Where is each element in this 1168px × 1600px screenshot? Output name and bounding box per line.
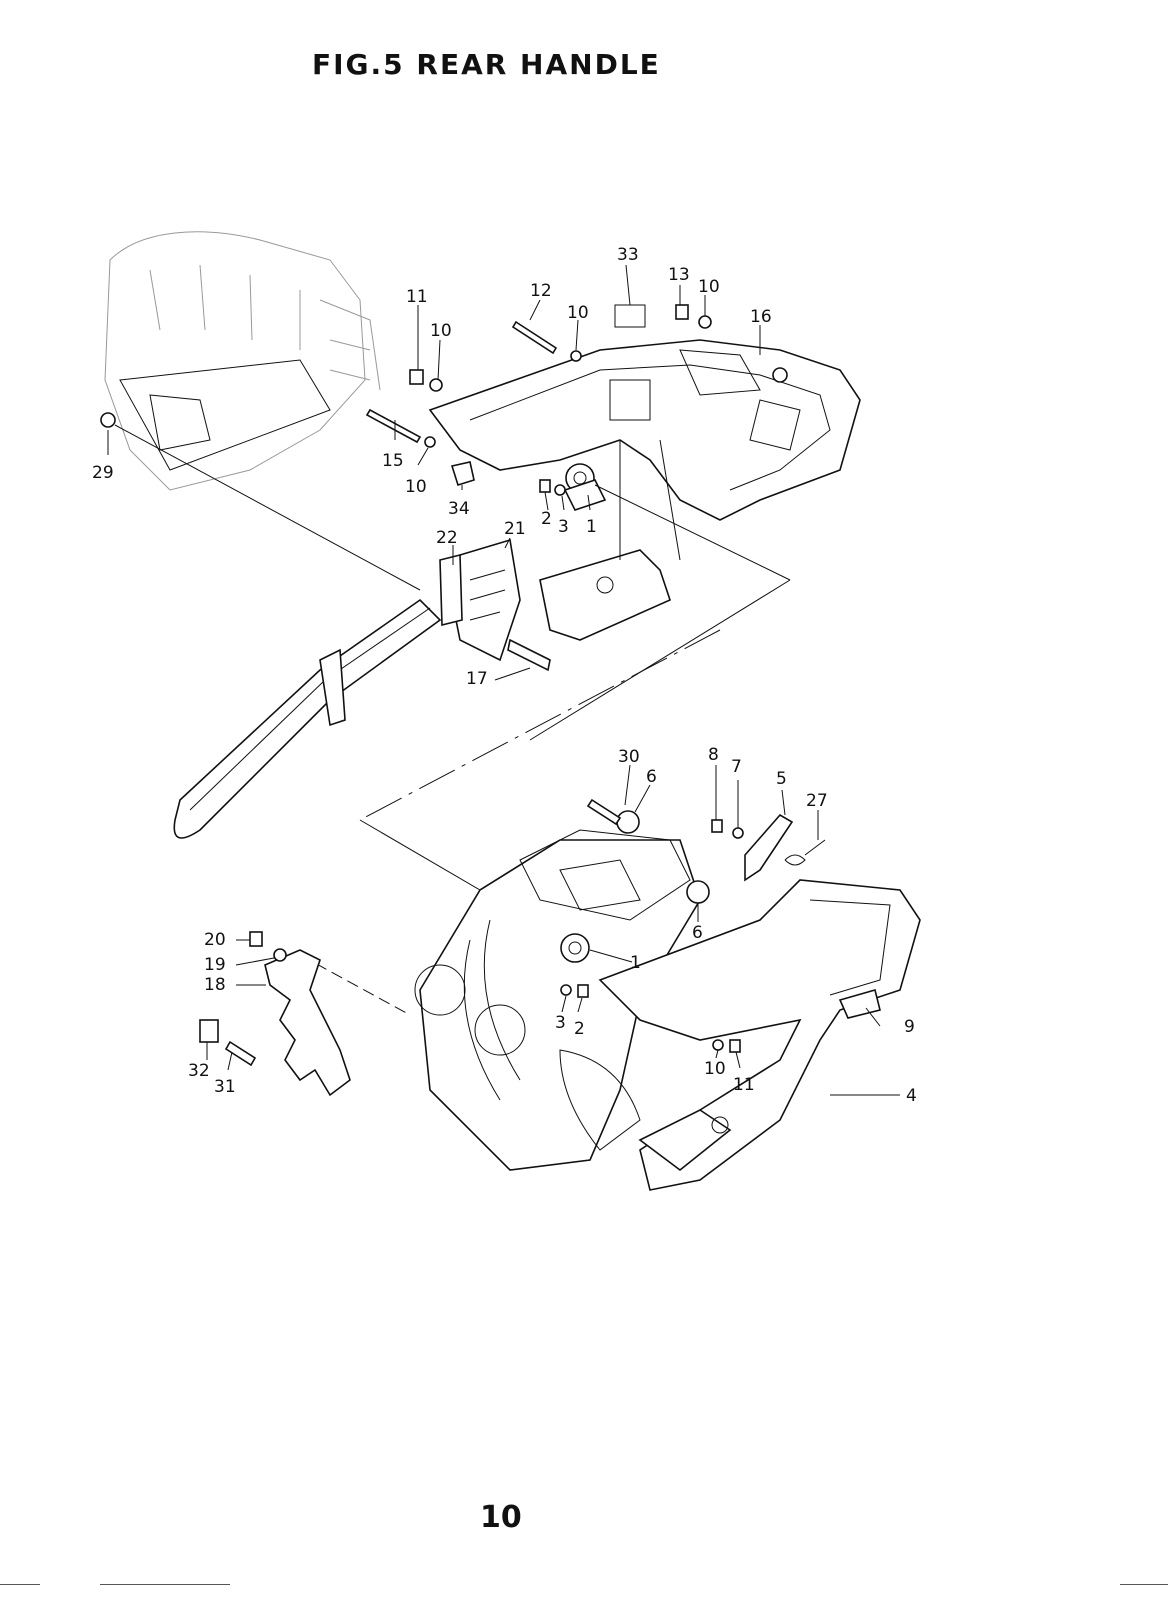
page-number: 10: [480, 1500, 522, 1535]
leader-lines: [107, 264, 900, 1096]
callout-18: 18: [204, 975, 226, 995]
scan-edge-line: [0, 1584, 40, 1585]
callout-19: 19: [204, 955, 226, 975]
callout-33: 33: [617, 245, 639, 265]
callout-21: 21: [504, 519, 526, 539]
callout-7: 7: [731, 757, 742, 777]
callout-27: 27: [806, 791, 828, 811]
callout-8: 8: [708, 745, 719, 765]
callout-34: 34: [448, 499, 470, 519]
callout-10: 10: [704, 1059, 726, 1079]
callout-10: 10: [430, 321, 452, 341]
scan-edge-line: [100, 1584, 230, 1585]
callout-1: 1: [630, 953, 641, 973]
callout-32: 32: [188, 1061, 210, 1081]
upper-hardware: [100, 304, 712, 496]
callout-31: 31: [214, 1077, 236, 1097]
callout-13: 13: [668, 265, 690, 285]
callout-11: 11: [733, 1075, 755, 1095]
callout-30: 30: [618, 747, 640, 767]
callout-3: 3: [555, 1013, 566, 1033]
callout-3: 3: [558, 517, 569, 537]
lower-handle: [560, 813, 921, 1191]
callout-1: 1: [586, 517, 597, 537]
scan-edge-line: [1120, 1584, 1168, 1585]
callout-10: 10: [698, 277, 720, 297]
callout-2: 2: [574, 1019, 585, 1039]
callout-10: 10: [405, 477, 427, 497]
spike-bumper-assembly: [199, 931, 351, 1097]
callout-6: 6: [646, 767, 657, 787]
callout-12: 12: [530, 281, 552, 301]
figure-title: FIG.5 REAR HANDLE: [312, 48, 661, 81]
callout-9: 9: [904, 1017, 915, 1037]
callout-6: 6: [692, 923, 703, 943]
callout-22: 22: [436, 528, 458, 548]
callout-11: 11: [406, 287, 428, 307]
assembly-lines: [114, 424, 791, 1016]
callout-17: 17: [466, 669, 488, 689]
engine-background-sketch: [104, 231, 381, 491]
callout-5: 5: [776, 769, 787, 789]
callout-2: 2: [541, 509, 552, 529]
upper-handle-frame: [428, 339, 861, 641]
callout-labels: 33 13 10 16 12 10 11 10 29 15 10 34 2 3 …: [92, 245, 917, 1106]
guide-bar-assembly: [173, 538, 551, 839]
callout-4: 4: [906, 1086, 917, 1106]
callout-15: 15: [382, 451, 404, 471]
callout-29: 29: [92, 463, 114, 483]
callout-10: 10: [567, 303, 589, 323]
callout-16: 16: [750, 307, 772, 327]
callout-20: 20: [204, 930, 226, 950]
